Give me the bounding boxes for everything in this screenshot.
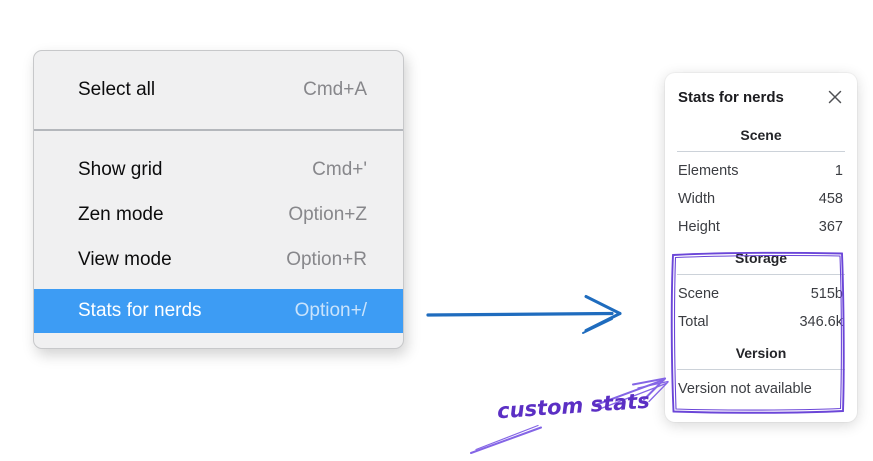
stat-value: 458: [818, 191, 843, 207]
menu-item-label: Select all: [78, 78, 156, 100]
menu-section-bottom: Show grid Cmd+' Zen mode Option+Z View m…: [34, 131, 403, 348]
flow-arrow: [426, 295, 622, 334]
stat-value: 1: [834, 163, 843, 179]
menu-item-view-mode[interactable]: View mode Option+R: [34, 237, 403, 282]
stat-row-total-storage: Total 346.6k: [665, 308, 857, 336]
menu-item-label: Zen mode: [78, 203, 164, 225]
menu-item-stats-for-nerds[interactable]: Stats for nerds Option+/: [34, 289, 403, 333]
menu-divider: [34, 129, 403, 131]
version-note: Version not available: [678, 381, 812, 397]
stat-value: 367: [818, 219, 843, 235]
menu-item-shortcut: Option+/: [294, 300, 367, 321]
menu-item-zen-mode[interactable]: Zen mode Option+Z: [34, 192, 403, 237]
menu-item-shortcut: Cmd+A: [303, 78, 367, 100]
stat-value: 515b: [810, 286, 843, 302]
menu-item-shortcut: Option+Z: [288, 203, 367, 225]
menu-item-label: View mode: [78, 248, 172, 270]
stat-row-width: Width 458: [665, 185, 857, 213]
section-heading-scene: Scene: [740, 127, 782, 143]
stat-label: Elements: [678, 163, 739, 179]
section-heading-version: Version: [735, 345, 787, 361]
section-divider: [677, 151, 845, 152]
stat-label: Total: [678, 314, 709, 330]
menu-item-shortcut: Cmd+': [312, 158, 367, 180]
stat-label: Height: [678, 219, 720, 235]
context-menu: Select all Cmd+A Show grid Cmd+' Zen mod…: [33, 50, 404, 349]
stat-label: Scene: [678, 286, 720, 302]
section-heading-storage: Storage: [734, 250, 788, 266]
menu-section-top: Select all Cmd+A: [34, 51, 403, 129]
menu-item-label: Show grid: [78, 158, 163, 180]
stats-panel-title: Stats for nerds: [678, 88, 784, 106]
close-icon[interactable]: [826, 88, 844, 106]
stat-row-elements: Elements 1: [665, 157, 857, 185]
stats-panel: Stats for nerds Scene Elements 1 Width 4…: [665, 73, 857, 422]
menu-item-select-all[interactable]: Select all Cmd+A: [34, 61, 403, 118]
stat-row-height: Height 367: [665, 213, 857, 241]
custom-stats-annotation: custom stats: [496, 388, 651, 424]
stat-value: 346.6k: [799, 314, 843, 330]
menu-item-shortcut: Option+R: [286, 248, 367, 270]
stat-label: Width: [678, 191, 716, 207]
section-divider: [677, 369, 845, 370]
section-divider: [677, 274, 845, 275]
menu-item-show-grid[interactable]: Show grid Cmd+': [34, 147, 403, 192]
stats-panel-header: Stats for nerds: [665, 73, 857, 106]
menu-item-label: Stats for nerds: [78, 300, 202, 321]
stat-row-scene-storage: Scene 515b: [665, 280, 857, 308]
